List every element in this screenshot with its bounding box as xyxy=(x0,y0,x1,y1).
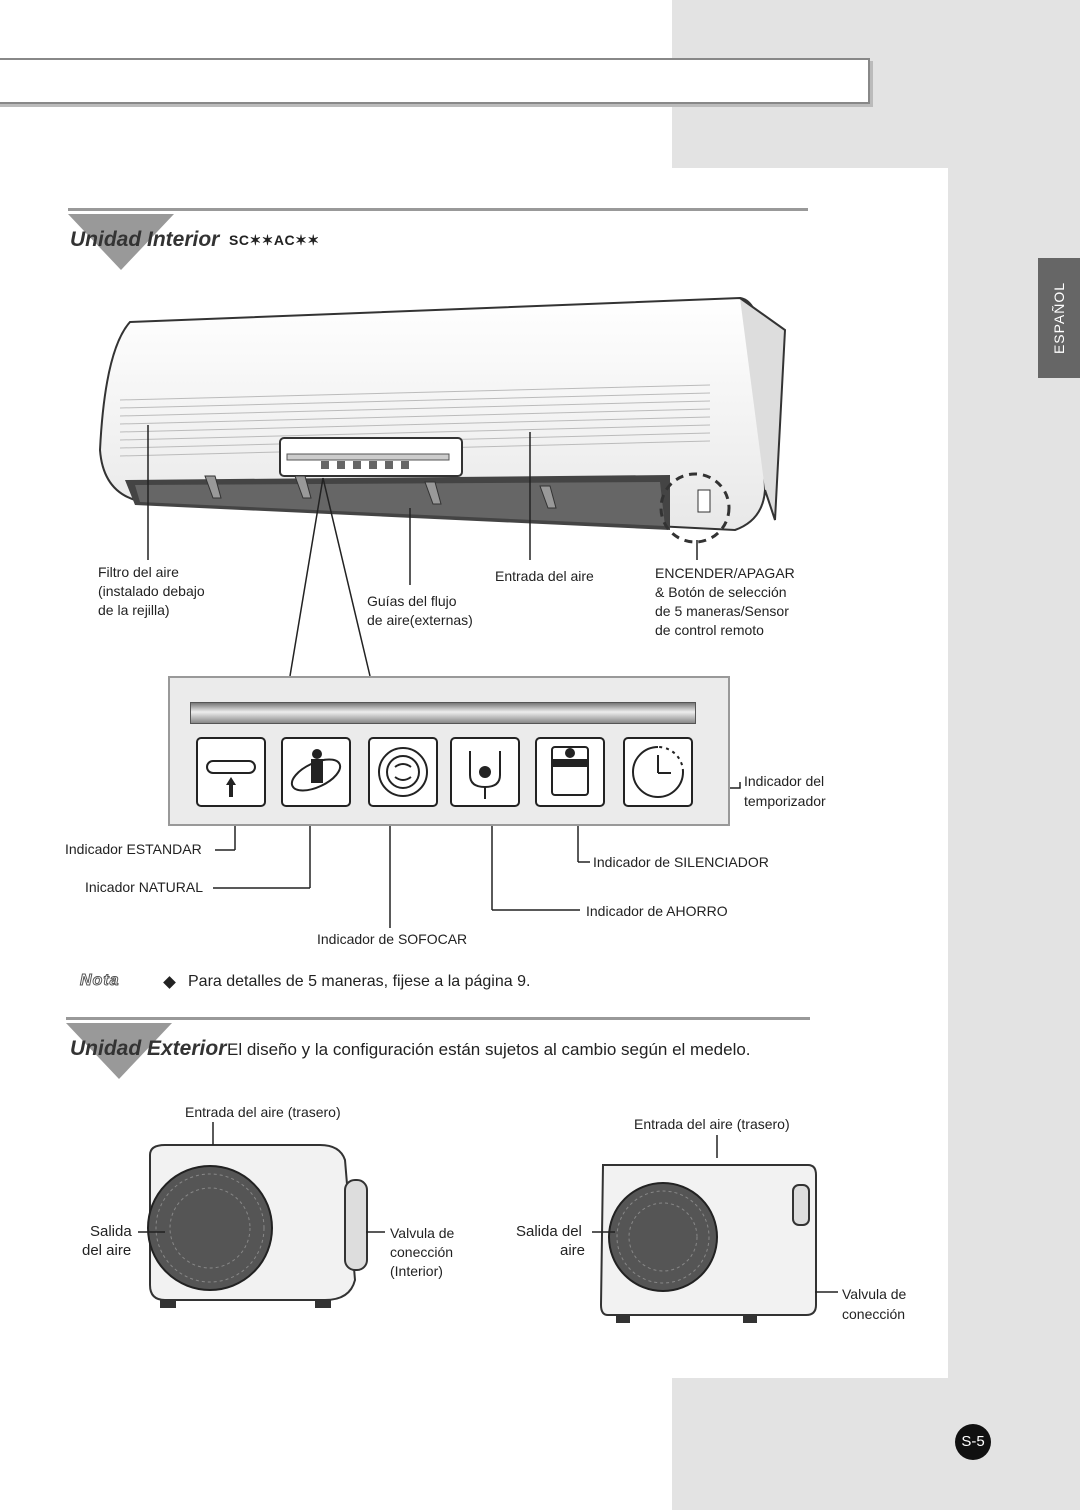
left-valve-label-3: (Interior) xyxy=(390,1263,443,1279)
outdoor-text: El diseño y la configuración están sujet… xyxy=(227,1040,751,1059)
sofocar-label: Indicador de SOFOCAR xyxy=(317,931,468,947)
indoor-leader-lines xyxy=(147,425,741,928)
indoor-model: SC✶✶AC✶✶ xyxy=(229,232,320,248)
ahorro-label: Indicador de AHORRO xyxy=(586,903,728,919)
right-inlet-label: Entrada del aire (trasero) xyxy=(634,1116,790,1132)
filter-label-2: (instalado debajo xyxy=(98,583,205,599)
page-background-bottom xyxy=(672,1378,1080,1510)
note-label: Nota xyxy=(80,972,120,990)
filter-label-3: de la rejilla) xyxy=(98,602,170,618)
standard-icon xyxy=(196,737,266,807)
right-outlet-label-1: Salida del xyxy=(516,1223,582,1240)
standard-label: Indicador ESTANDAR xyxy=(65,841,202,857)
guides-label-2: de aire(externas) xyxy=(367,612,473,628)
language-tab[interactable]: ESPAÑOL xyxy=(1038,258,1080,378)
note-text: Para detalles de 5 maneras, fijese a la … xyxy=(188,973,531,990)
indoor-title: Unidad Interior xyxy=(70,228,220,251)
filter-label-1: Filtro del aire xyxy=(98,564,179,580)
power-label-3: de 5 maneras/Sensor xyxy=(655,603,789,619)
left-valve-label-2: conección xyxy=(390,1244,454,1260)
indoor-unit-illustration xyxy=(98,296,787,544)
right-valve-label-1: Valvula de xyxy=(842,1286,907,1302)
header-bar xyxy=(0,58,870,104)
diamond-bullet-icon xyxy=(163,976,176,989)
power-label-1: ENCENDER/APAGAR xyxy=(655,565,795,581)
timer-label-1: Indicador del xyxy=(744,773,825,789)
indicator-panel-strip xyxy=(190,702,696,724)
outdoor-unit-left-illustration xyxy=(147,1144,368,1308)
inlet-label: Entrada del aire xyxy=(495,568,594,584)
outdoor-title: Unidad Exterior xyxy=(70,1037,227,1060)
left-outlet-label-2: del aire xyxy=(82,1242,132,1259)
timer-icon xyxy=(623,737,693,807)
right-valve-label-2: conección xyxy=(842,1306,906,1322)
natural-label: Inicador NATURAL xyxy=(85,879,204,895)
outdoor-section-marker xyxy=(66,1023,172,1079)
left-inlet-label: Entrada del aire (trasero) xyxy=(185,1104,341,1120)
guides-label-1: Guías del flujo xyxy=(367,593,457,609)
indoor-section-rule xyxy=(68,208,808,211)
outdoor-leader-lines xyxy=(138,1122,838,1293)
outdoor-section-rule xyxy=(66,1017,810,1020)
left-outlet-label-1: Salida xyxy=(90,1223,132,1240)
indoor-section-marker xyxy=(68,214,174,270)
ahorro-icon xyxy=(450,737,520,807)
timer-label-2: temporizador xyxy=(744,793,826,809)
power-label-2: & Botón de selección xyxy=(655,584,787,600)
natural-icon xyxy=(281,737,351,807)
outdoor-unit-right-illustration xyxy=(599,1164,817,1323)
right-outlet-label-2: aire xyxy=(560,1242,586,1259)
silenciador-icon xyxy=(535,737,605,807)
power-label-4: de control remoto xyxy=(655,622,764,638)
sofocar-icon xyxy=(368,737,438,807)
page-number: S-5 xyxy=(955,1424,991,1460)
left-valve-label-1: Valvula de xyxy=(390,1225,455,1241)
silenciador-label: Indicador de SILENCIADOR xyxy=(593,854,769,870)
